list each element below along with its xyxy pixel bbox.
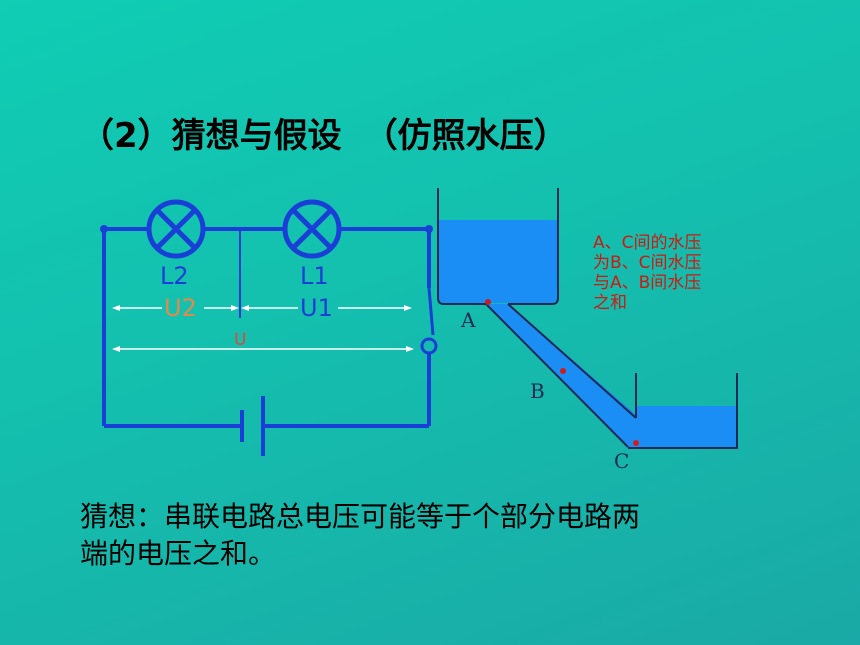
note-line: 之和 bbox=[593, 293, 627, 313]
upper-tank-water bbox=[439, 220, 557, 303]
page-title: （2）猜想与假设 （仿照水压） bbox=[80, 108, 568, 157]
point-a-label: A bbox=[460, 308, 476, 332]
u2-measure-arrow bbox=[112, 305, 239, 311]
lower-tank-water bbox=[636, 406, 736, 448]
water-pressure-note: A、C间的水压 为B、C间水压 与A、B间水压 之和 bbox=[593, 233, 763, 313]
u-total-measure-arrow bbox=[112, 346, 414, 352]
title-subtitle: （仿照水压） bbox=[363, 116, 568, 156]
point-a-dot bbox=[485, 299, 491, 305]
point-b-label: B bbox=[530, 379, 545, 403]
hypothesis-line: 猜想：串联电路总电压可能等于个部分电路两 bbox=[80, 500, 641, 533]
point-c-dot bbox=[633, 440, 639, 446]
lamp-l2 bbox=[146, 199, 206, 259]
pipe-wall-lower bbox=[485, 303, 629, 448]
switch-contact bbox=[420, 337, 438, 355]
connecting-pipe-water bbox=[486, 304, 640, 447]
point-b-dot bbox=[560, 368, 566, 374]
junction-top-right bbox=[425, 225, 433, 233]
note-line: 为B、C间水压 bbox=[593, 253, 702, 273]
u-total-label: U bbox=[234, 330, 246, 350]
title-main: （2）猜想与假设 bbox=[80, 116, 342, 156]
u2-label: U2 bbox=[164, 294, 197, 322]
lamp-l1 bbox=[282, 199, 342, 259]
note-line: A、C间的水压 bbox=[593, 233, 702, 253]
lamp1-label: L1 bbox=[300, 262, 329, 290]
u1-measure-arrow bbox=[241, 305, 412, 311]
hypothesis-text: 猜想：串联电路总电压可能等于个部分电路两 端的电压之和。 bbox=[80, 498, 780, 572]
u1-label: U1 bbox=[300, 294, 333, 322]
note-line: 与A、B间水压 bbox=[593, 273, 702, 293]
hypothesis-line: 端的电压之和。 bbox=[80, 537, 277, 570]
junction-top-left bbox=[100, 225, 108, 233]
water-model: A B C bbox=[437, 188, 738, 473]
switch-blade bbox=[427, 287, 435, 336]
lamp2-label: L2 bbox=[160, 262, 189, 290]
circuit-diagram: L2 L1 U2 U1 U bbox=[100, 199, 438, 456]
point-c-label: C bbox=[614, 449, 629, 473]
upper-tank-walls bbox=[437, 188, 559, 305]
lower-tank-walls bbox=[628, 373, 738, 449]
pipe-wall-upper bbox=[507, 303, 637, 419]
